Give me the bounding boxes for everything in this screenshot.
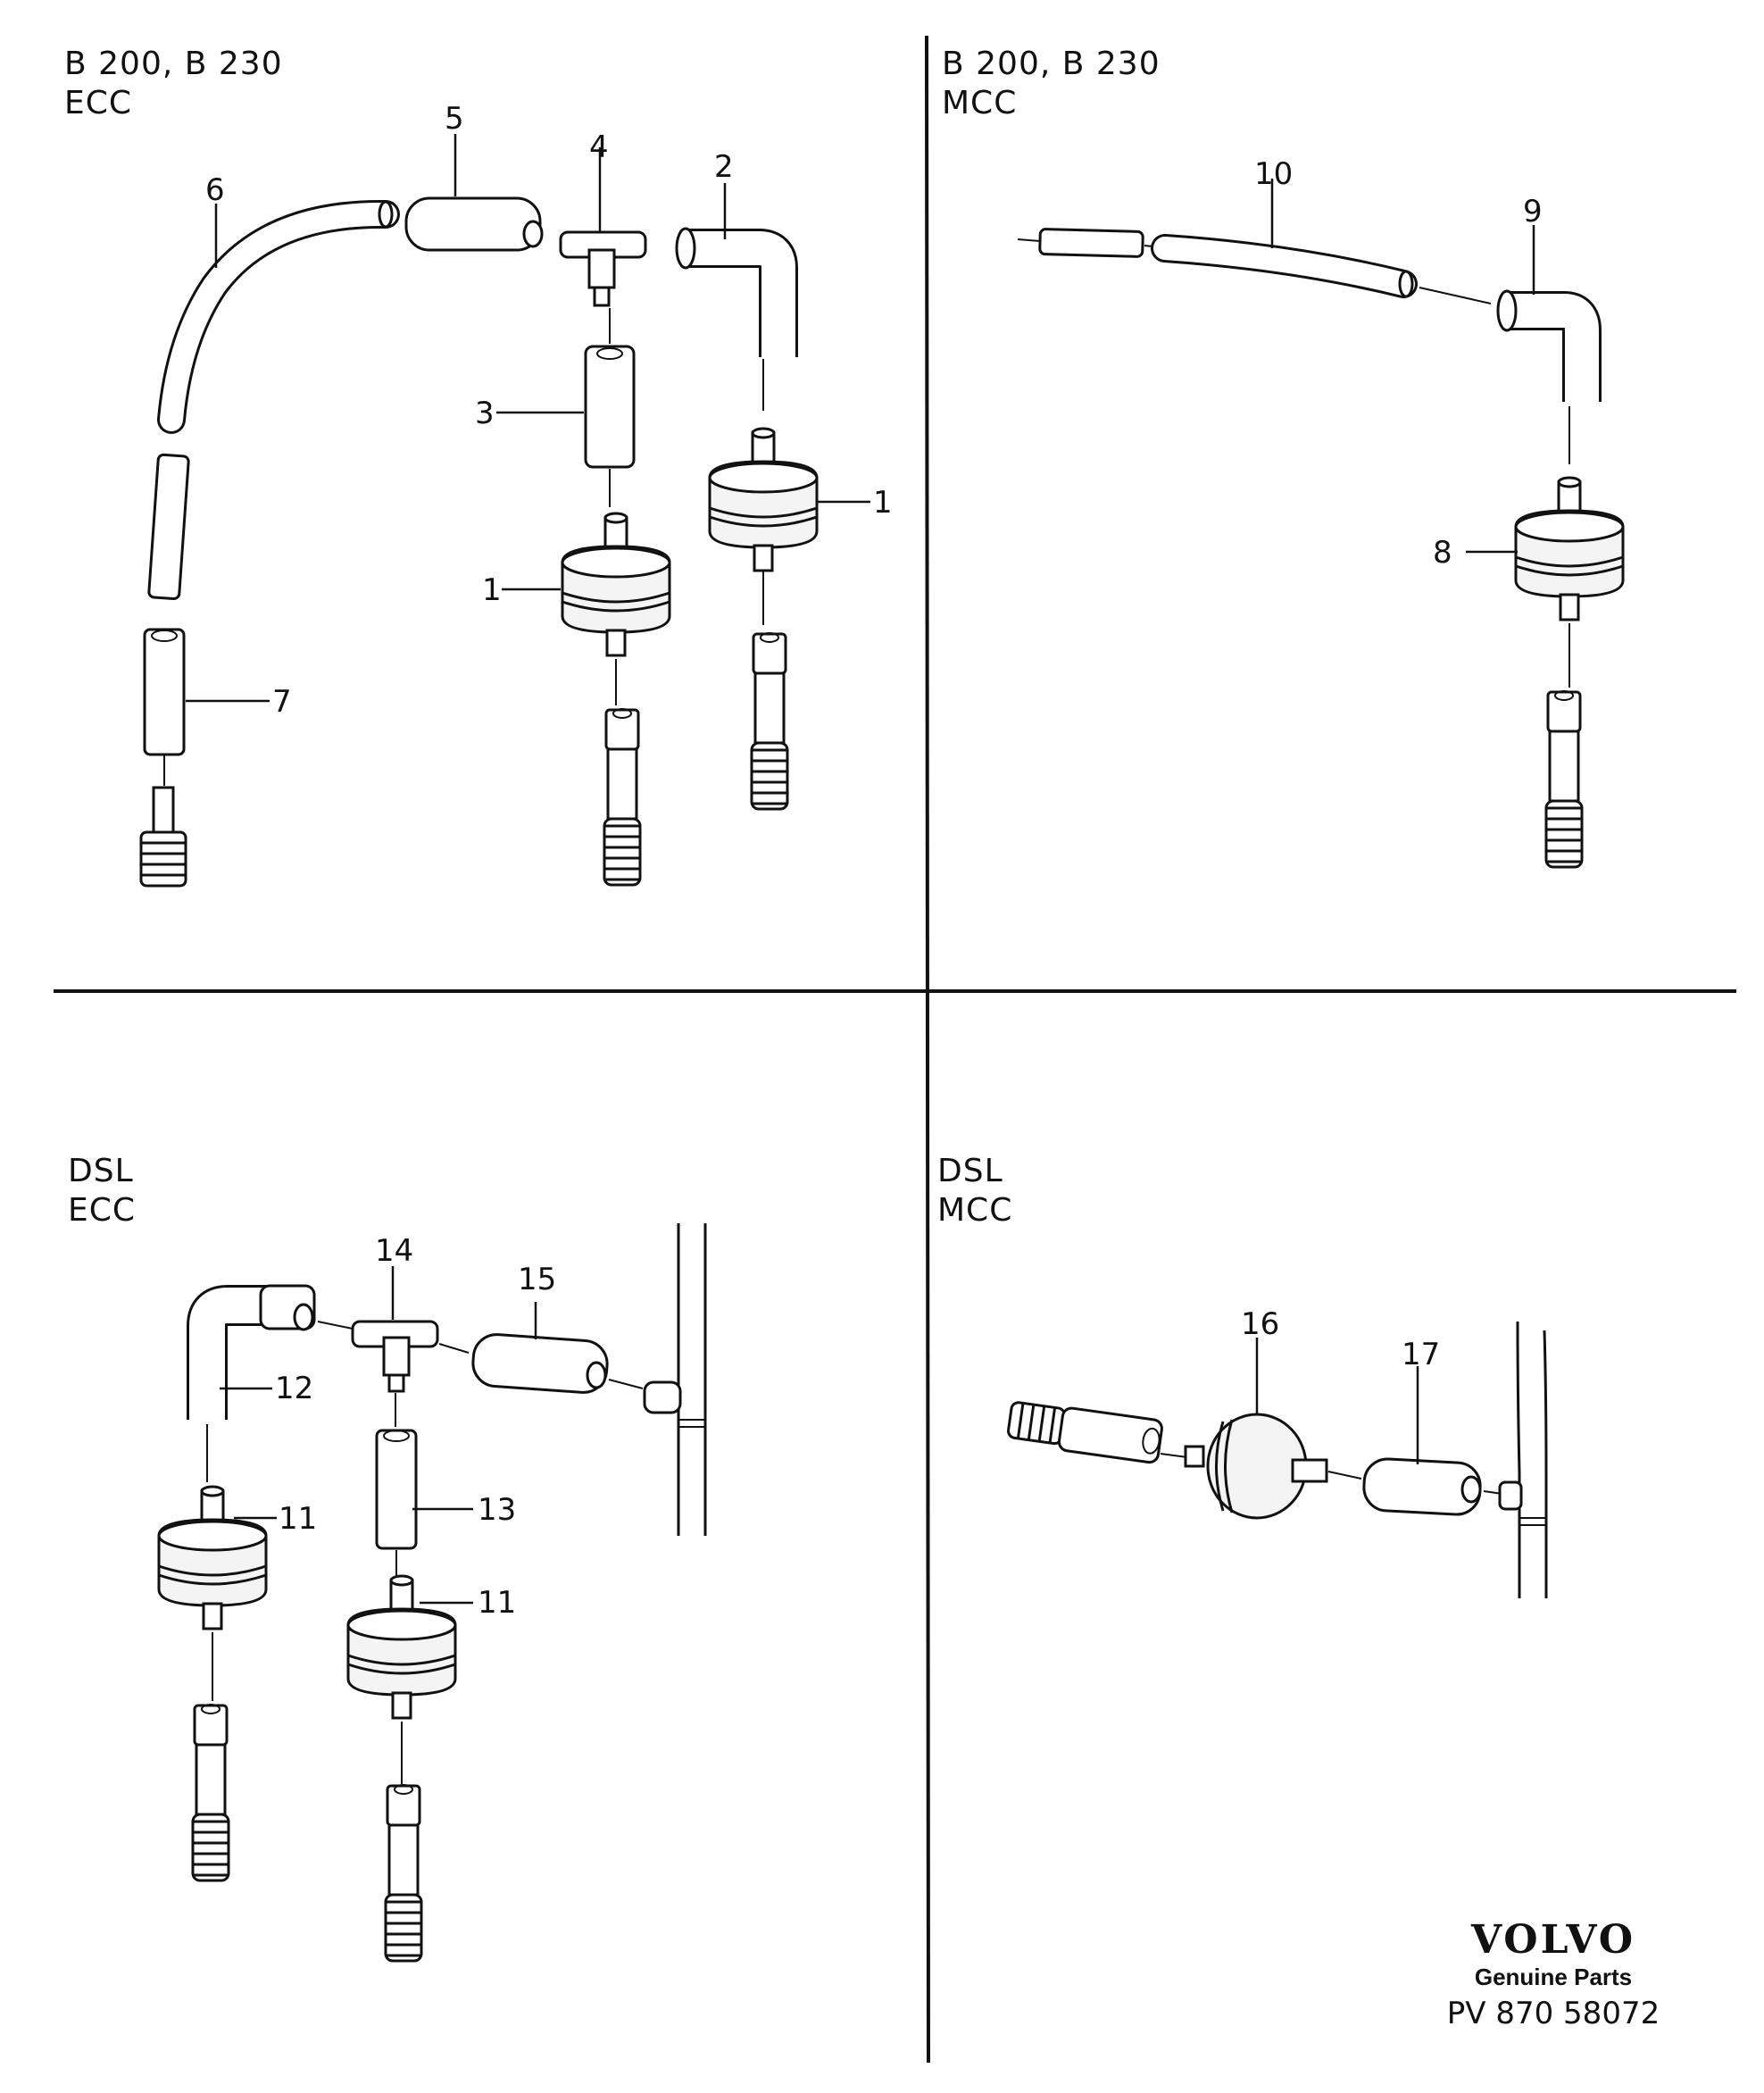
callout-2: 2	[714, 149, 734, 185]
callout-8: 8	[1433, 535, 1452, 571]
engine-label: B 200, B 230	[64, 46, 283, 82]
callout-7: 7	[272, 684, 292, 720]
callout-1: 1	[873, 485, 893, 521]
brand-tagline: Genuine Parts	[1474, 1964, 1633, 1990]
callout-10: 10	[1254, 156, 1293, 192]
diagram-bottom-right: 16 17	[1007, 1306, 1548, 1598]
callout-17: 17	[1402, 1337, 1440, 1372]
variant-label: MCC	[937, 1192, 1013, 1229]
callout-5: 5	[445, 101, 464, 137]
callout-1: 1	[482, 572, 502, 608]
quadrant-label-top-left: B 200, B 230 ECC	[64, 45, 283, 123]
diagram-bottom-left: 14 15 12 13 11 11	[157, 1223, 707, 1963]
engine-label: B 200, B 230	[942, 46, 1161, 82]
engine-label: DSL	[68, 1153, 134, 1189]
callout-14: 14	[375, 1233, 413, 1269]
variant-label: ECC	[68, 1192, 137, 1229]
part-diagram-code: PV 870 58072	[1446, 1996, 1660, 2031]
callout-6: 6	[205, 172, 225, 208]
callout-9: 9	[1523, 194, 1543, 229]
volvo-logo: VOLVO	[1470, 1917, 1636, 1963]
diagram-top-right: 10 9 8	[1017, 156, 1625, 869]
callout-11: 11	[478, 1585, 516, 1621]
engine-label: DSL	[937, 1153, 1003, 1189]
variant-label: MCC	[942, 85, 1018, 121]
quadrant-label-bottom-left: DSL ECC	[68, 1152, 136, 1230]
quadrant-label-top-right: B 200, B 230 MCC	[942, 45, 1161, 123]
callout-12: 12	[275, 1371, 313, 1406]
callout-3: 3	[475, 396, 495, 431]
brand-block: VOLVO Genuine Parts PV 870 58072	[1419, 1918, 1687, 2032]
diagram-top-left: 5 4 2 6 3 1 1 7	[139, 101, 893, 888]
callout-4: 4	[589, 129, 609, 165]
callout-13: 13	[478, 1492, 516, 1528]
quadrant-label-bottom-right: DSL MCC	[937, 1152, 1012, 1230]
callout-16: 16	[1241, 1306, 1279, 1342]
variant-label: ECC	[64, 85, 133, 121]
callout-15: 15	[518, 1262, 556, 1297]
callout-11: 11	[279, 1501, 317, 1537]
